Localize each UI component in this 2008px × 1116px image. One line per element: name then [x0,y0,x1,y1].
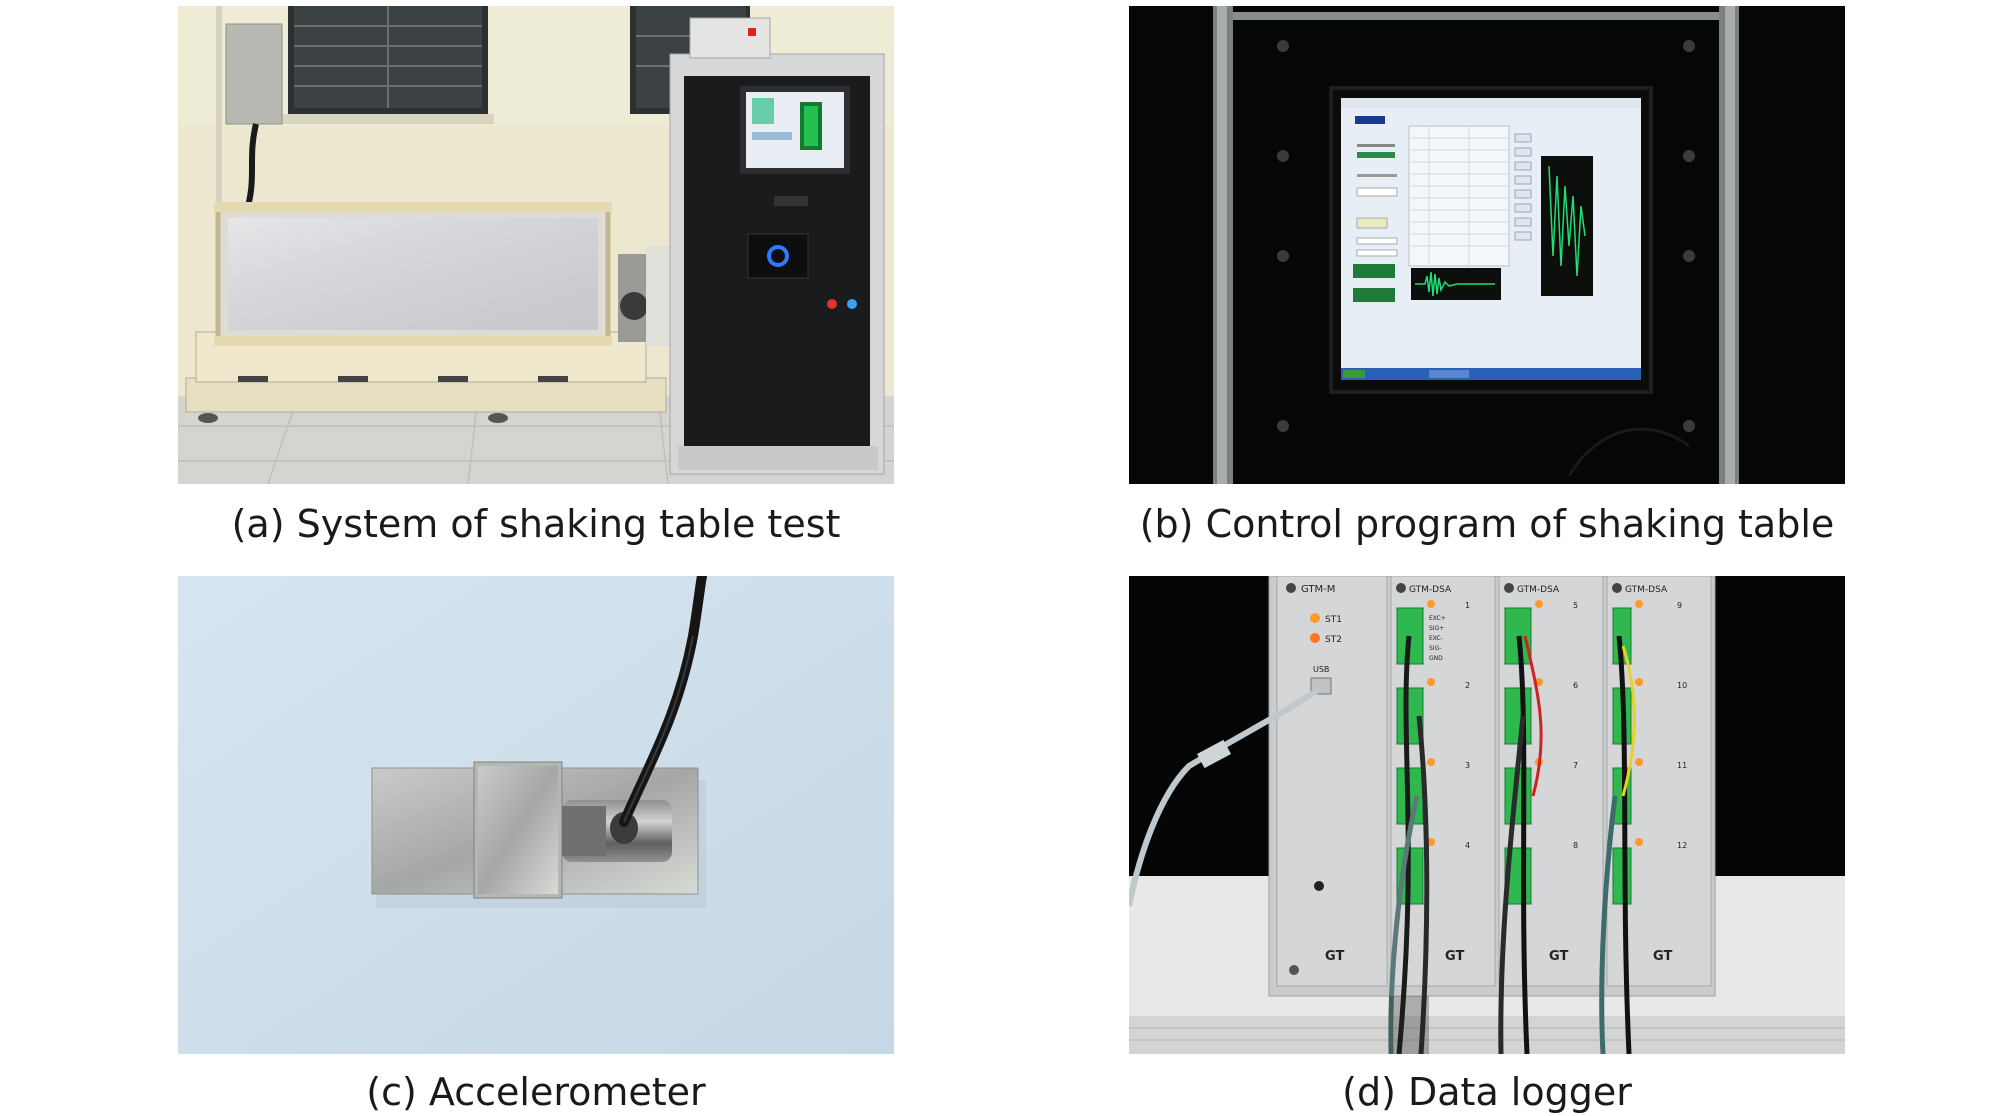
photo-accelerometer [178,576,894,1054]
channel-number: 6 [1573,681,1578,690]
module-label-main: GTM-M [1301,584,1335,595]
pin-label: SIG- [1429,645,1441,652]
module-label-dsa-1: GTM-DSA [1409,585,1452,595]
pin-label: SIG+ [1429,625,1444,632]
pin-label: GND [1429,655,1443,662]
channel-number: 11 [1677,761,1687,770]
channel-number: 2 [1465,681,1470,690]
photo-data-logger: GTM-M ST1 ST2 USB GT GTM-DSA EXC+ SIG+ E… [1129,576,1845,1054]
channel-number: 10 [1677,681,1687,690]
module-label-dsa-3: GTM-DSA [1625,585,1668,595]
led-label-st1: ST1 [1325,615,1342,625]
port-label-usb: USB [1313,665,1329,674]
channel-number: 12 [1677,841,1687,850]
led-label-st2: ST2 [1325,635,1342,645]
photo-control-program: ▭▭▭ ▭▭ [1129,6,1845,484]
channel-number: 3 [1465,761,1470,770]
channel-number: 5 [1573,601,1578,610]
pin-label: EXC+ [1429,615,1446,622]
channel-number: 4 [1465,841,1470,850]
channel-number: 1 [1465,601,1470,610]
brand-label-dsa-3: GT [1653,949,1672,964]
channel-number: 7 [1573,761,1578,770]
pin-label: EXC- [1429,635,1443,642]
figure-caption-b: (b) Control program of shaking table [1139,502,1835,546]
photo-shaking-table-system [178,6,894,484]
brand-label-dsa-1: GT [1445,949,1464,964]
figure-caption-a: (a) System of shaking table test [231,502,841,546]
brand-label-dsa-2: GT [1549,949,1568,964]
figure-caption-c: (c) Accelerometer [366,1070,706,1114]
module-label-dsa-2: GTM-DSA [1517,585,1560,595]
channel-number: 8 [1573,841,1578,850]
brand-label-main: GT [1325,949,1344,964]
channel-number: 9 [1677,601,1682,610]
figure-caption-d: (d) Data logger [1342,1070,1632,1114]
